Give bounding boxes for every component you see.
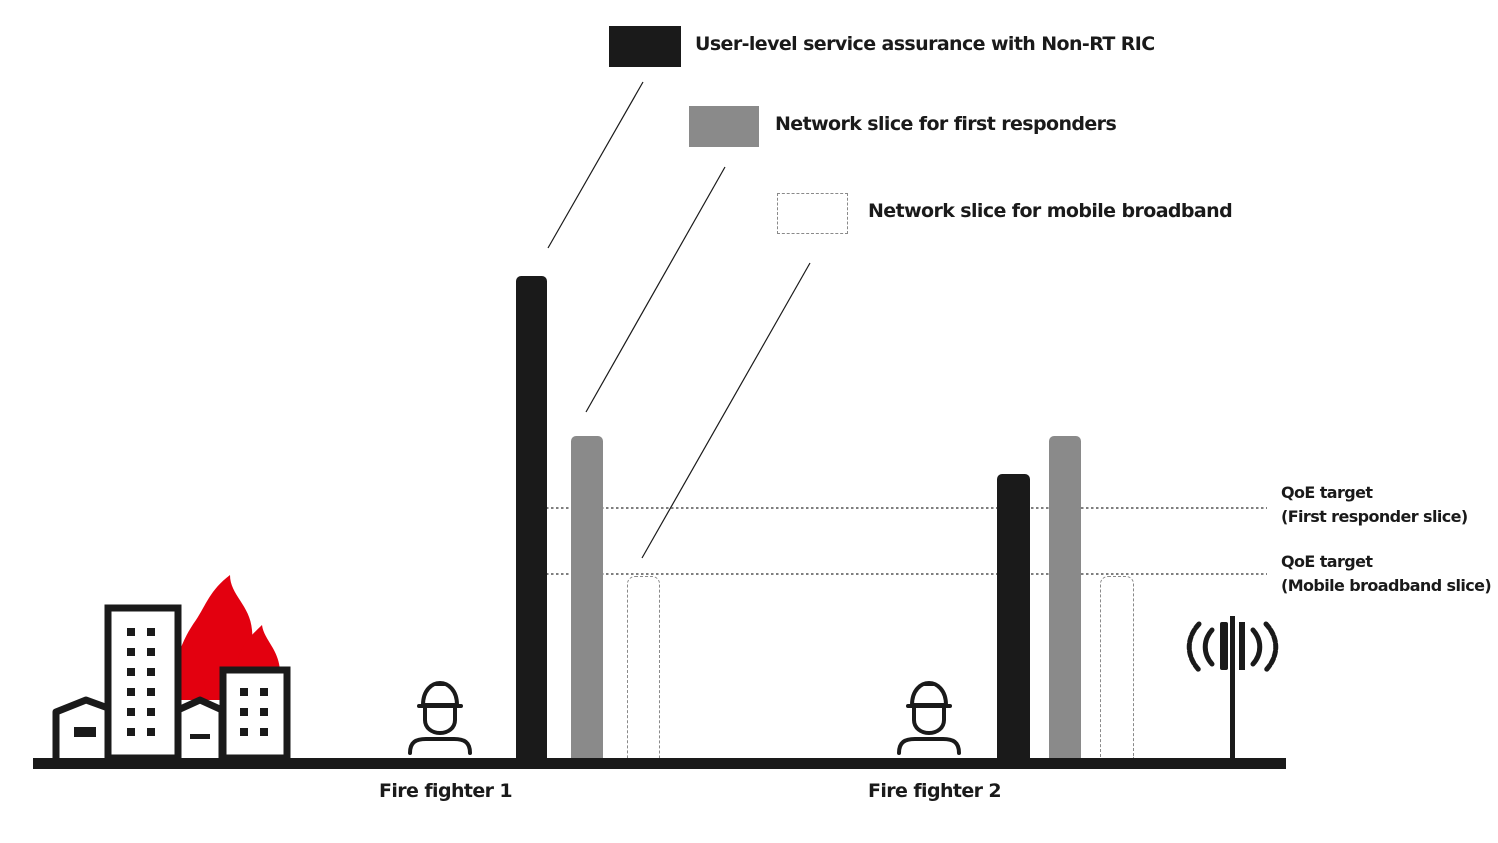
legend-label-mobile-broadband: Network slice for mobile broadband [868,200,1233,222]
qoe-label-first-responder-title: QoE target [1281,483,1373,502]
bar-ff1-first-responder-slice [571,436,603,758]
bar-ff2-non-rt-ric [997,474,1030,760]
legend-swatch-mobile-broadband [777,193,848,234]
group-label-fire-fighter-2: Fire fighter 2 [868,780,1002,802]
firefighter-helmet-icon [408,681,472,755]
legend-label-first-responders: Network slice for first responders [775,113,1117,135]
qoe-label-mobile-broadband-title: QoE target [1281,552,1373,571]
bar-ff2-mobile-broadband-slice [1100,576,1134,758]
qoe-label-mobile-broadband: QoE target (Mobile broadband slice) [1281,550,1492,598]
legend-label-non-rt-ric: User-level service assurance with Non-RT… [695,33,1155,55]
burning-buildings-icon [52,575,291,762]
ground-line [33,758,1286,769]
qoe-label-first-responder: QoE target (First responder slice) [1281,481,1468,529]
bar-ff1-non-rt-ric [516,276,547,760]
firefighter-helmet-icon [897,681,961,755]
bar-ff1-mobile-broadband-slice [627,576,660,758]
group-label-fire-fighter-1: Fire fighter 1 [379,780,513,802]
bar-ff2-first-responder-slice [1049,436,1081,758]
leader-line-first-responders [585,166,726,413]
leader-line-non-rt-ric [547,81,644,249]
legend-swatch-first-responders [689,106,759,147]
legend-swatch-non-rt-ric [609,26,681,67]
qoe-label-mobile-broadband-subtitle: (Mobile broadband slice) [1281,576,1492,595]
radio-tower-icon [1186,616,1279,759]
qoe-label-first-responder-subtitle: (First responder slice) [1281,507,1468,526]
leader-line-mobile-broadband [641,262,811,559]
